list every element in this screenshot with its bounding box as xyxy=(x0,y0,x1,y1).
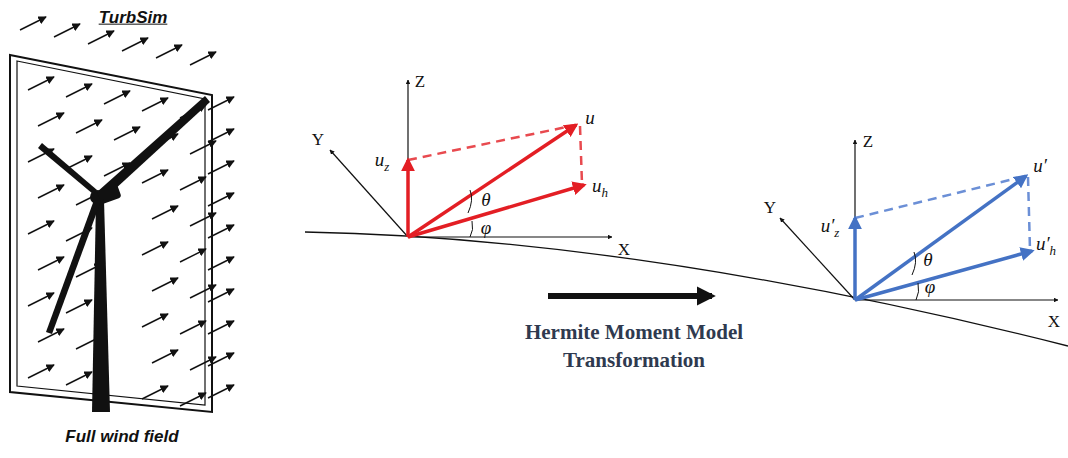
axis-label: X xyxy=(1048,313,1060,332)
vector-label: u xyxy=(585,108,595,129)
wind-arrow xyxy=(114,127,140,140)
wind-arrow xyxy=(38,257,64,270)
wind-arrow xyxy=(20,17,46,30)
wind-arrow xyxy=(156,45,182,58)
wind-arrow xyxy=(208,289,234,302)
angle-label: θ xyxy=(923,250,932,271)
vector-label: uh xyxy=(592,176,608,200)
wind-arrow xyxy=(208,161,234,174)
transformed-vector-frame xyxy=(780,140,1058,300)
wind-arrow xyxy=(190,141,216,154)
axis-label: Z xyxy=(863,133,873,152)
wind-arrow xyxy=(152,350,178,363)
wind-arrow xyxy=(54,24,80,37)
wind-arrow xyxy=(66,372,92,385)
panel-caption: Full wind field xyxy=(65,428,178,447)
transformation-title: Hermite Moment Model Transformation xyxy=(514,318,754,375)
vector-label: u′z xyxy=(821,216,840,240)
wind-arrow xyxy=(208,97,234,110)
axis-label: Y xyxy=(764,199,776,218)
wind-arrow xyxy=(88,31,114,44)
wind-arrow xyxy=(142,98,168,111)
wind-arrow xyxy=(66,84,92,97)
wind-arrow xyxy=(208,321,234,334)
wind-arrow xyxy=(28,221,54,234)
wind-field-frame xyxy=(10,55,212,412)
wind-arrow xyxy=(38,185,64,198)
vector-label: u′h xyxy=(1036,234,1056,258)
tool-title: TurbSim xyxy=(99,9,168,28)
wind-arrow xyxy=(28,293,54,306)
wind-arrow xyxy=(76,120,102,133)
wind-arrow xyxy=(38,113,64,126)
transformation-arrow xyxy=(548,293,712,299)
vector-label: uz xyxy=(375,150,390,174)
wind-arrow xyxy=(208,257,234,270)
wind-arrow xyxy=(208,385,234,398)
wind-arrow xyxy=(152,206,178,219)
wind-arrow xyxy=(190,213,216,226)
wind-arrow xyxy=(208,193,234,206)
wind-arrow xyxy=(142,242,168,255)
wind-arrow xyxy=(142,386,168,399)
wind-arrow xyxy=(180,177,206,190)
wind-arrow xyxy=(142,314,168,327)
wind-arrow xyxy=(152,278,178,291)
wind-arrow xyxy=(190,285,216,298)
axis-label: X xyxy=(618,241,630,260)
wind-arrow xyxy=(122,38,148,51)
angle-label: φ xyxy=(925,277,936,298)
wind-arrow xyxy=(208,353,234,366)
wind-arrow xyxy=(208,225,234,238)
wind-turbine xyxy=(38,96,210,412)
wind-arrow xyxy=(28,365,54,378)
axis-label: Y xyxy=(312,131,324,150)
wind-arrow xyxy=(190,52,216,65)
wind-arrow xyxy=(180,393,206,406)
wind-arrow xyxy=(66,300,92,313)
wind-arrow xyxy=(104,91,130,104)
wind-arrow xyxy=(28,77,54,90)
wind-arrow xyxy=(180,321,206,334)
wind-arrows xyxy=(20,17,234,406)
wind-arrow xyxy=(142,170,168,183)
angle-label: θ xyxy=(481,190,490,211)
wind-arrow xyxy=(208,129,234,142)
angle-label: φ xyxy=(481,218,492,239)
axis-label: Z xyxy=(415,73,425,92)
wind-arrow xyxy=(180,249,206,262)
vector-label: u′ xyxy=(1033,156,1047,177)
original-vector-frame xyxy=(330,80,612,237)
